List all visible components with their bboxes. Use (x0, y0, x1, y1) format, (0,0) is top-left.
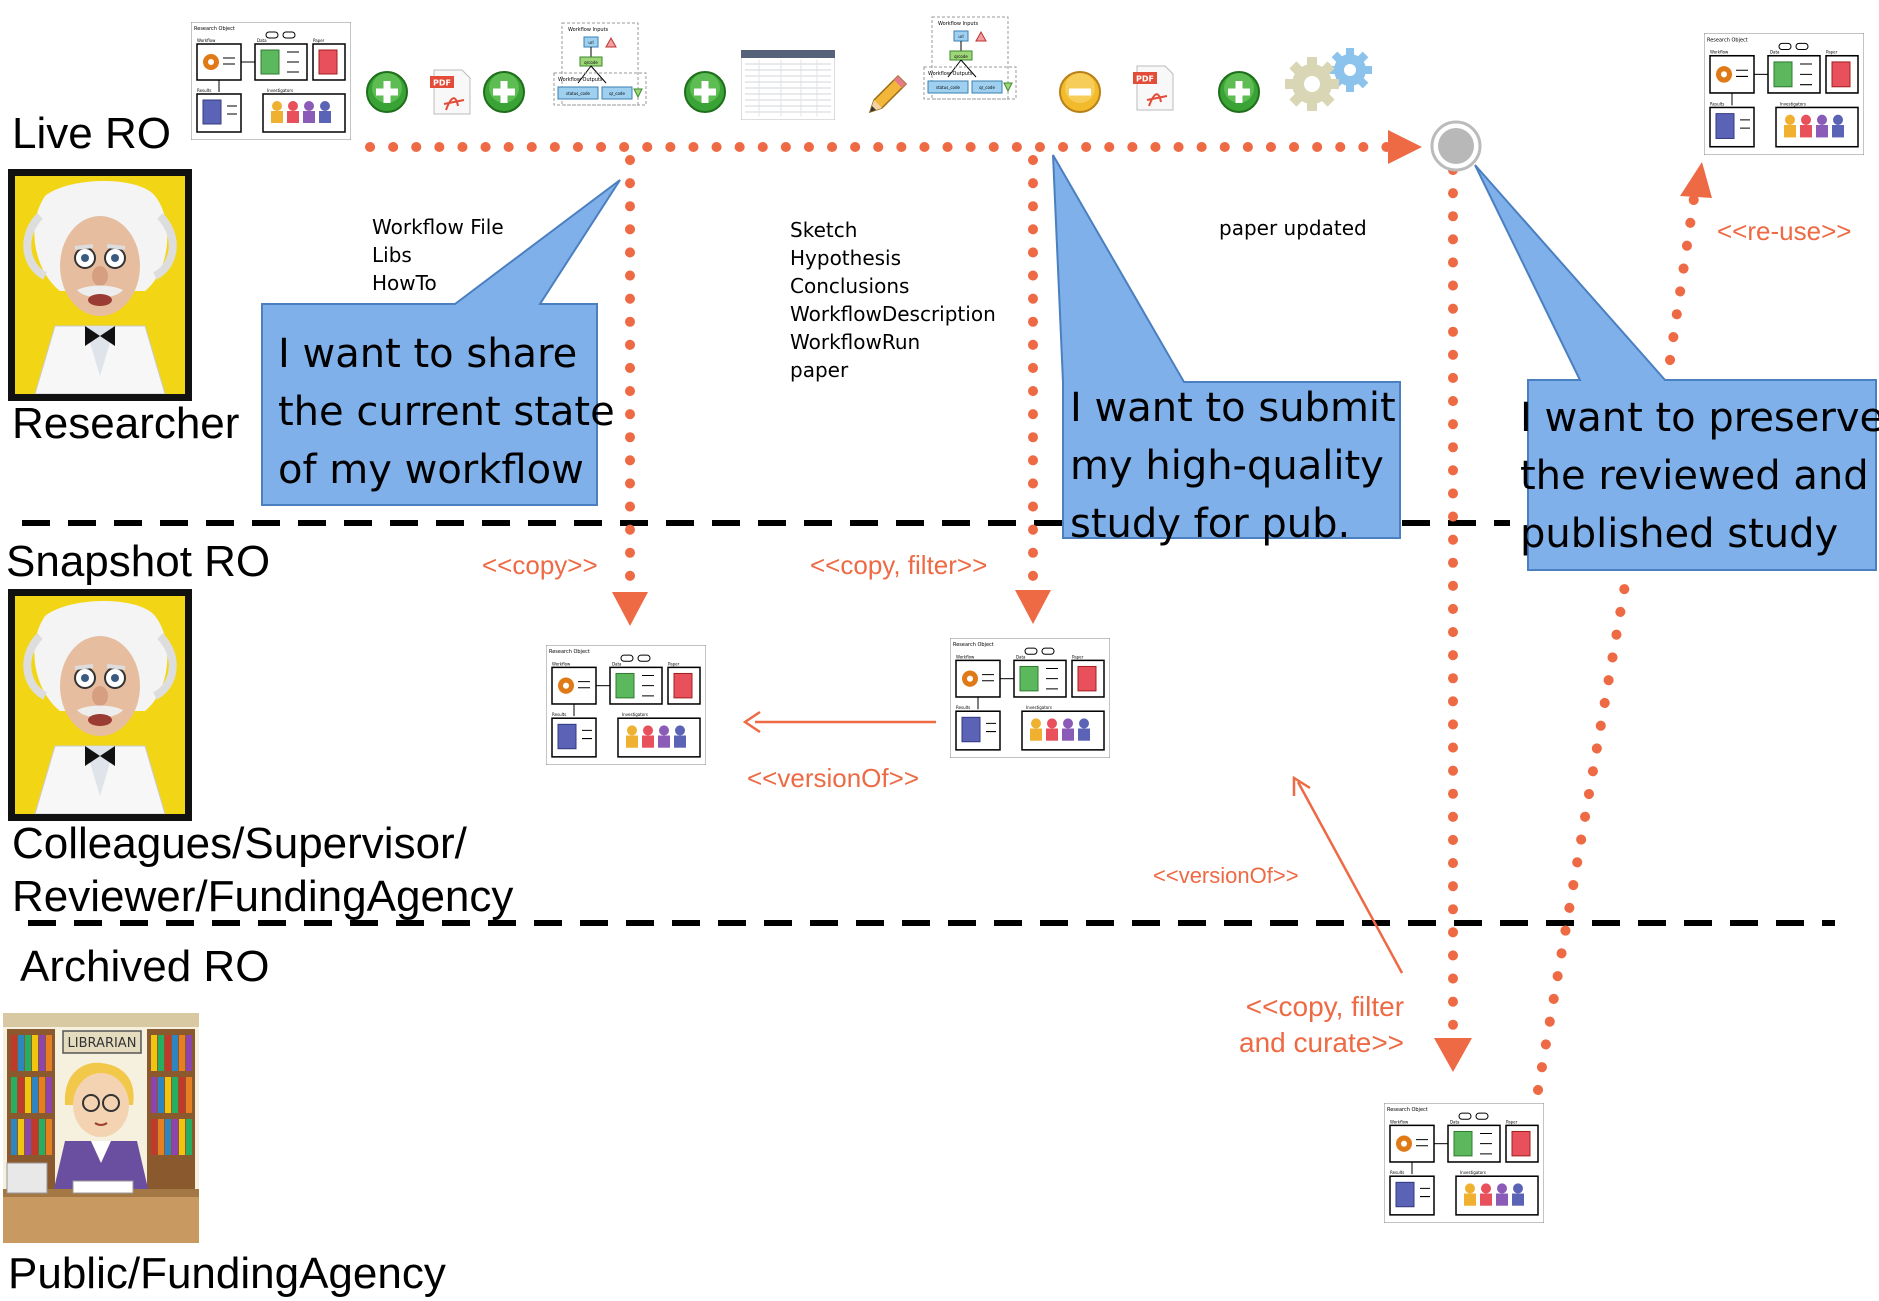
role-label-public: Public/FundingAgency (8, 1249, 446, 1298)
snapshot-ro-thumbnail-2 (950, 638, 1110, 758)
colleagues-portrait (8, 589, 192, 821)
lane-label-snapshot: Snapshot RO (6, 537, 271, 586)
callout-preserve-line: published study (1520, 511, 1839, 557)
workflow-thumbnail-1 (553, 22, 647, 106)
version-of-arrow-2 (1296, 781, 1404, 974)
pdf-icon-2 (1132, 65, 1174, 111)
live-ro-thumbnail (191, 22, 351, 140)
callout-share-line: the current state (278, 389, 615, 435)
callout-submit-balloon (1052, 154, 1401, 539)
live-timeline-arrowhead (1388, 130, 1422, 164)
reuse-arrow-upper (1665, 193, 1699, 365)
callout-share-line: of my workflow (278, 447, 584, 493)
callout-share-line: I want to share (278, 331, 578, 377)
submit-item: Conclusions (790, 274, 910, 298)
copy-arrowhead (612, 592, 648, 626)
milestone-inner (1438, 128, 1474, 164)
relation-version-of-2: <<versionOf>> (1153, 863, 1299, 888)
librarian-portrait (3, 1013, 199, 1243)
callout-share-text: I want to share the current state of my … (278, 325, 615, 499)
relation-copy-filter-curate: <<copy, filter and curate>> (1239, 989, 1404, 1061)
gears-icon (1285, 48, 1372, 111)
callout-preserve-line: I want to preserve (1520, 395, 1879, 441)
submit-item: WorkflowDescription (790, 302, 996, 326)
pencil-icon (868, 74, 908, 114)
callout-submit-line: my high-quality (1070, 443, 1384, 489)
submit-item: Hypothesis (790, 246, 902, 270)
share-item: Workflow File (372, 215, 504, 239)
add-icon-1 (366, 71, 408, 113)
remove-icon (1059, 71, 1101, 113)
callout-submit-line: study for pub. (1070, 501, 1351, 547)
share-item: HowTo (372, 271, 437, 295)
relation-version-of-1: <<versionOf>> (747, 763, 919, 793)
callout-preserve-balloon (1474, 164, 1877, 571)
reused-ro-thumbnail (1704, 33, 1864, 155)
archived-ro-thumbnail (1384, 1103, 1544, 1223)
relation-copy-filter-curate-line: <<copy, filter (1245, 991, 1405, 1022)
share-items-list: Workflow File Libs HowTo (372, 213, 504, 297)
add-icon-3 (684, 71, 726, 113)
submit-item: Sketch (790, 218, 858, 242)
lane-label-archived: Archived RO (20, 942, 270, 991)
relation-copy-filter-curate-line: and curate>> (1239, 1027, 1405, 1058)
callout-share-balloon (261, 179, 621, 506)
role-label-colleagues: Colleagues/Supervisor/ Reviewer/FundingA… (12, 818, 513, 924)
share-item: Libs (372, 243, 412, 267)
submit-item: WorkflowRun (790, 330, 921, 354)
relation-copy-filter: <<copy, filter>> (810, 550, 988, 580)
reuse-arrow-lower (1533, 580, 1630, 1095)
reuse-arrowhead (1680, 162, 1712, 198)
add-icon-2 (483, 71, 525, 113)
paper-updated-note: paper updated (1219, 216, 1367, 240)
copy-filter-arrowhead (1015, 590, 1051, 624)
callout-preserve-line: the reviewed and (1520, 453, 1869, 499)
snapshot-ro-thumbnail-1 (546, 645, 706, 765)
add-icon-4 (1218, 71, 1260, 113)
researcher-portrait (8, 169, 192, 401)
role-label-researcher: Researcher (12, 399, 240, 448)
lane-label-live: Live RO (12, 109, 171, 158)
archive-arrowhead (1434, 1038, 1472, 1072)
pdf-icon-1 (429, 69, 471, 115)
callout-preserve-text: I want to preserve the reviewed and publ… (1520, 389, 1879, 563)
spreadsheet-icon (741, 50, 835, 120)
relation-copy: <<copy>> (482, 550, 598, 580)
submit-items-list: Sketch Hypothesis Conclusions WorkflowDe… (790, 216, 996, 384)
role-label-colleagues-line-2: Reviewer/FundingAgency (12, 871, 514, 921)
callout-submit-line: I want to submit (1070, 385, 1396, 431)
workflow-thumbnail-2 (923, 16, 1017, 100)
submit-item: paper (790, 358, 849, 382)
role-label-colleagues-line-1: Colleagues/Supervisor/ (12, 819, 467, 868)
callout-submit-text: I want to submit my high-quality study f… (1070, 379, 1396, 553)
relation-reuse: <<re-use>> (1717, 216, 1852, 246)
